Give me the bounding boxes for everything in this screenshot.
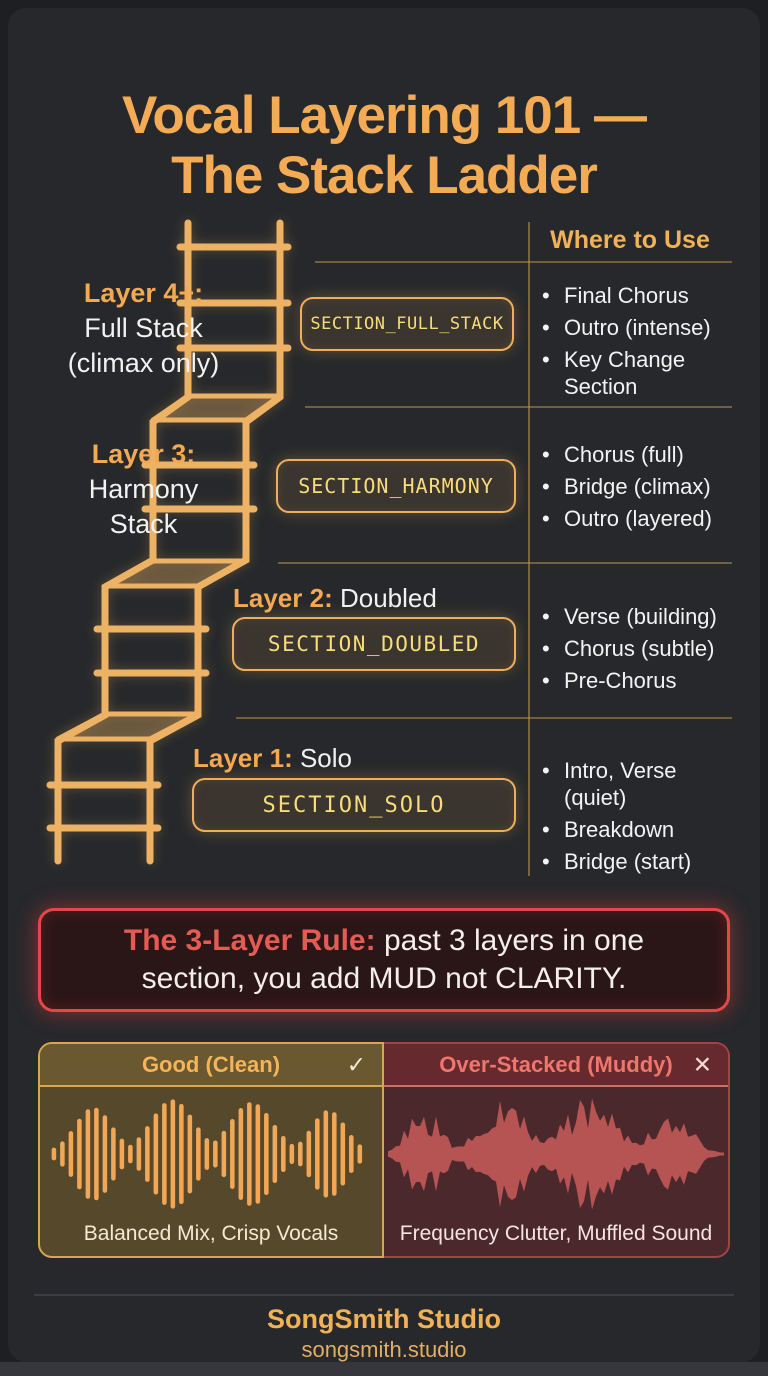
use-text: Outro (intense) — [564, 315, 711, 340]
layer-4-uses-list: • Final Chorus • Outro (intense) • Key Chan… — [542, 282, 734, 405]
rule-highlight: The 3-Layer Rule: — [123, 924, 376, 957]
bullet-icon: • — [542, 849, 550, 874]
row-divider — [278, 562, 732, 564]
bullet-icon: • — [542, 758, 550, 783]
bullet-icon: • — [542, 636, 550, 661]
bullet-icon: • — [542, 506, 550, 531]
over-stacked-panel: Over-Stacked (Muddy) ✕ Frequency Clutter… — [384, 1042, 730, 1258]
list-item: • Verse (building) — [542, 603, 734, 630]
studio-website: songsmith.studio — [301, 1337, 467, 1362]
section-full-stack-badge: SECTION_FULL_STACK — [300, 297, 514, 351]
list-item: • Intro, Verse (quiet) — [542, 757, 722, 811]
layer-1-sublabel: Solo — [299, 743, 353, 773]
layer-4-label: Layer 4+: Full Stack (climax only) — [36, 276, 251, 381]
layer-1-name: Layer 1: — [193, 743, 293, 773]
ladder-landing — [102, 558, 249, 589]
row-divider — [305, 406, 732, 408]
layer-2-label: Layer 2: Doubled — [233, 583, 437, 614]
layer-2-sublabel: Doubled — [339, 583, 437, 613]
list-item: • Final Chorus — [542, 282, 734, 309]
bullet-icon: • — [542, 315, 550, 340]
layer-1-label: Layer 1: Solo — [193, 743, 352, 774]
column-header-where-to-use: Where to Use — [550, 226, 710, 254]
footer-divider — [34, 1294, 734, 1296]
bullet-icon: • — [542, 474, 550, 499]
layer-4-name: Layer 4+: — [83, 278, 204, 308]
list-item: • Pre-Chorus — [542, 667, 734, 694]
row-divider — [315, 261, 732, 263]
use-text: Chorus (full) — [564, 442, 684, 467]
list-item: • Bridge (start) — [542, 848, 722, 875]
title-line-2: The Stack Ladder — [171, 145, 598, 205]
list-item: • Breakdown — [542, 816, 722, 843]
bullet-icon: • — [542, 347, 550, 372]
bullet-icon: • — [542, 283, 550, 308]
layer-1-uses-list: • Intro, Verse (quiet) • Breakdown • Bridge… — [542, 757, 722, 880]
bad-panel-caption: Frequency Clutter, Muffled Sound — [399, 1222, 713, 1245]
column-divider — [528, 222, 530, 876]
studio-brand: SongSmith Studio — [267, 1304, 501, 1334]
layer-3-name: Layer 3: — [91, 439, 196, 469]
row-divider — [236, 717, 732, 719]
use-text: Intro, Verse (quiet) — [564, 758, 677, 810]
muddy-waveform — [388, 1098, 724, 1210]
title-line-1: Vocal Layering 101 — — [122, 85, 647, 145]
good-panel-title: Good (Clean) — [141, 1051, 281, 1077]
good-panel-header: Good (Clean) ✓ — [40, 1044, 382, 1087]
use-text: Pre-Chorus — [564, 668, 677, 693]
layer-3-subline-2: Stack — [109, 509, 178, 539]
use-text: Key Change Section — [564, 347, 686, 399]
layer-3-label: Layer 3: Harmony Stack — [36, 437, 251, 542]
list-item: • Key Change Section — [542, 346, 734, 400]
layer-2-uses-list: • Verse (building) • Chorus (subtle) • Pre-… — [542, 603, 734, 699]
use-text: Outro (layered) — [564, 506, 712, 531]
list-item: • Outro (layered) — [542, 505, 734, 532]
use-text: Verse (building) — [564, 604, 717, 629]
three-layer-rule-callout: The 3-Layer Rule: past 3 layers in one s… — [38, 908, 730, 1012]
bullet-icon: • — [542, 817, 550, 842]
bullet-icon: • — [542, 442, 550, 467]
ladder-landing — [55, 711, 201, 742]
rule-rest: past 3 layers in one section, you add MU… — [141, 924, 645, 995]
use-text: Bridge (start) — [564, 849, 692, 874]
bad-panel-header: Over-Stacked (Muddy) ✕ — [384, 1044, 728, 1087]
x-icon: ✕ — [692, 1051, 712, 1077]
use-text: Bridge (climax) — [564, 474, 711, 499]
ladder-landing — [150, 393, 283, 423]
use-text: Breakdown — [564, 817, 675, 842]
section-harmony-badge: SECTION_HARMONY — [276, 459, 516, 513]
section-solo-badge: SECTION_SOLO — [192, 778, 516, 832]
layer-3-uses-list: • Chorus (full) • Bridge (climax) • Outro (… — [542, 441, 734, 537]
list-item: • Outro (intense) — [542, 314, 734, 341]
bottom-edge-strip — [0, 1362, 768, 1376]
section-doubled-badge: SECTION_DOUBLED — [232, 617, 516, 671]
bad-panel-title: Over-Stacked (Muddy) — [439, 1051, 673, 1077]
good-panel-caption: Balanced Mix, Crisp Vocals — [83, 1222, 339, 1245]
check-icon: ✓ — [346, 1051, 366, 1077]
layer-4-subline-2: (climax only) — [67, 348, 220, 378]
use-text: Final Chorus — [564, 283, 689, 308]
comparison-section: Good (Clean) ✓ Balanced Mix, Crisp Vocal… — [38, 1042, 730, 1258]
use-text: Chorus (subtle) — [564, 636, 715, 661]
page-title: Vocal Layering 101 — The Stack Ladder — [0, 86, 768, 206]
clean-waveform — [51, 1099, 363, 1209]
stack-ladder-illustration — [46, 219, 292, 865]
good-clean-panel: Good (Clean) ✓ Balanced Mix, Crisp Vocal… — [38, 1042, 384, 1258]
layer-3-subline-1: Harmony — [88, 474, 199, 504]
bullet-icon: • — [542, 604, 550, 629]
list-item: • Bridge (climax) — [542, 473, 734, 500]
list-item: • Chorus (subtle) — [542, 635, 734, 662]
bullet-icon: • — [542, 668, 550, 693]
list-item: • Chorus (full) — [542, 441, 734, 468]
rule-text: The 3-Layer Rule: past 3 layers in one s… — [75, 922, 693, 998]
layer-4-subline-1: Full Stack — [84, 313, 203, 343]
layer-2-name: Layer 2: — [233, 583, 333, 613]
